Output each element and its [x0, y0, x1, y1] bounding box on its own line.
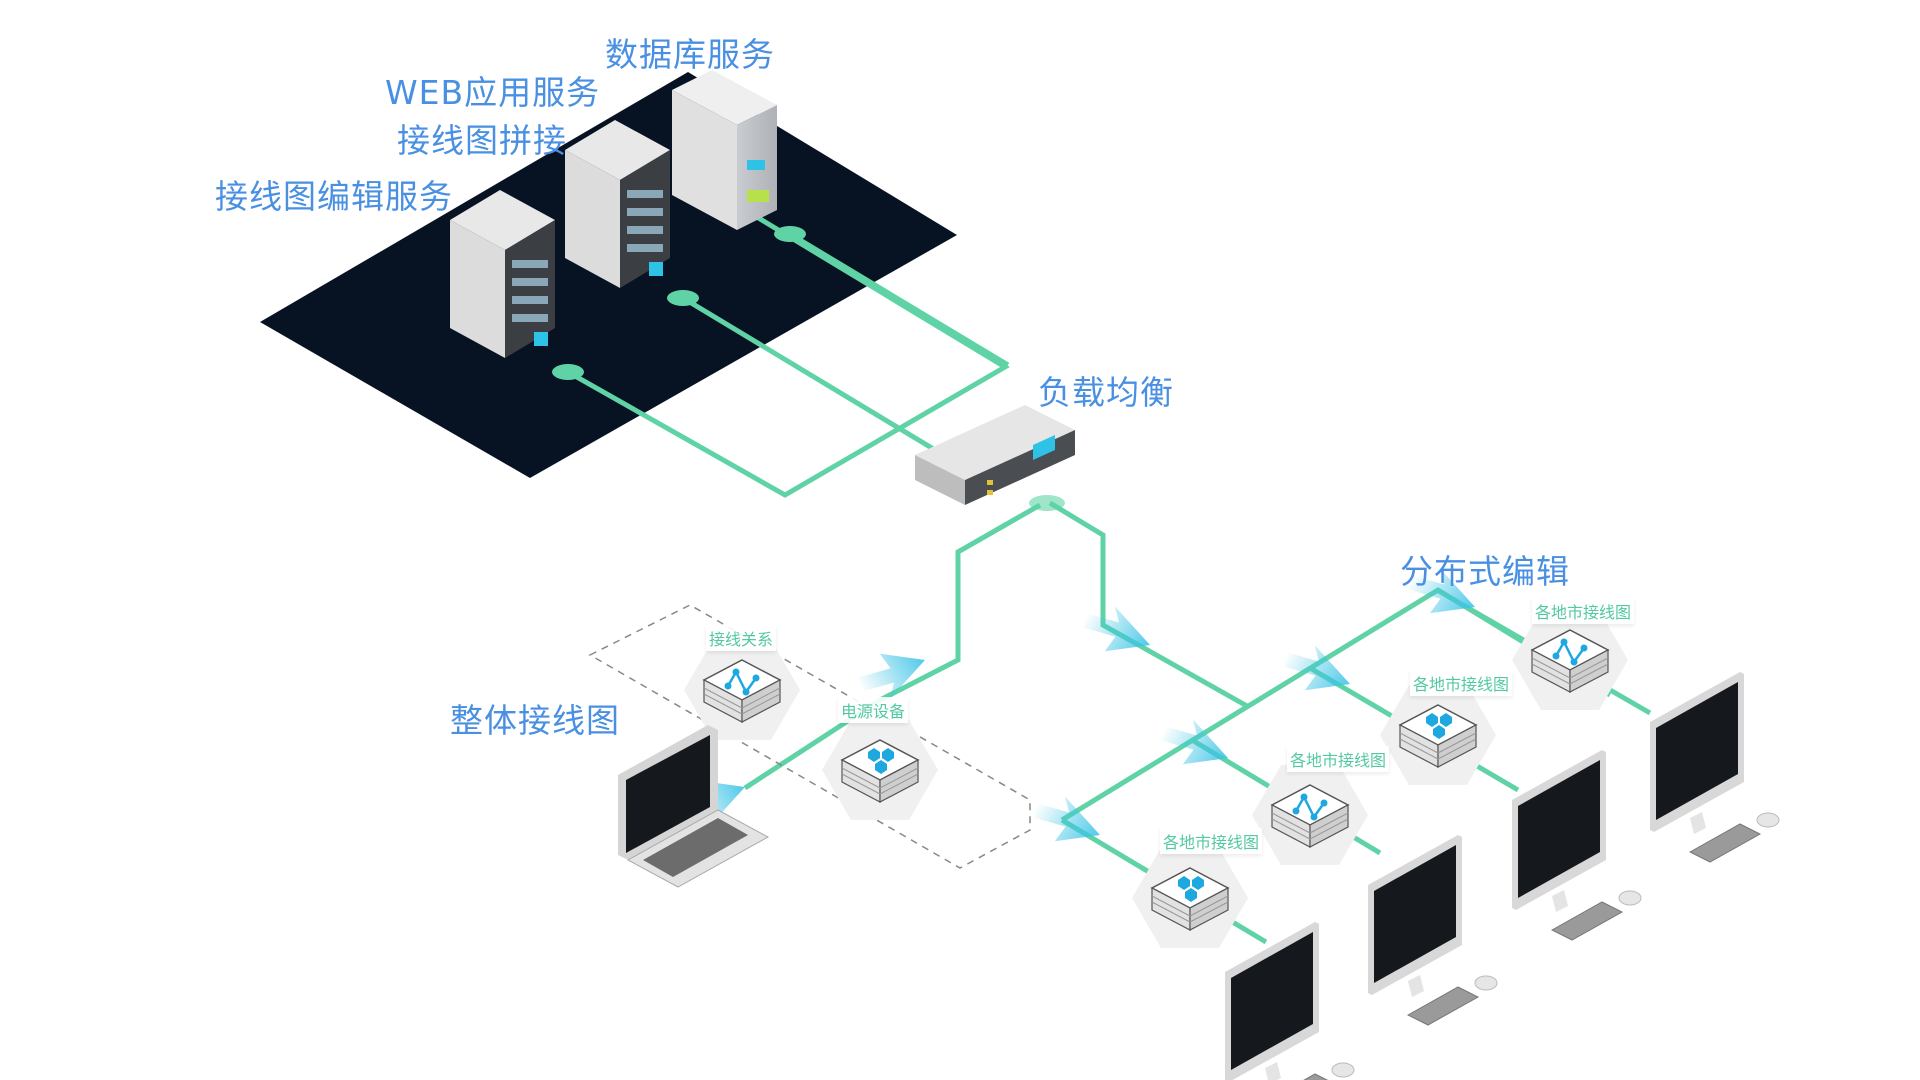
desktop-monitor-icon: [1367, 834, 1498, 1026]
city-module: [1511, 609, 1629, 711]
power-equipment-module: [821, 719, 939, 821]
flow-arrow: [1075, 596, 1158, 670]
diagram-edit-service-label: 接线图编辑服务: [215, 177, 453, 216]
distributed-editing-label: 分布式编辑: [1400, 552, 1570, 591]
server-rack-icon: [450, 190, 555, 358]
power-equipment-label: 电源设备: [838, 697, 909, 723]
network-appliance-icon: [915, 405, 1075, 505]
server-links: [566, 170, 1010, 498]
desktop-monitor-icon: [1649, 671, 1780, 863]
desktop-monitor-icon: [1511, 749, 1642, 941]
city-diagram-label: 各地市接线图: [1287, 746, 1390, 772]
wiring-relation-module: [683, 639, 801, 741]
overall-diagram-region: [588, 604, 1031, 869]
laptop-icon: [618, 725, 770, 888]
database-service-label: 数据库服务: [605, 35, 775, 74]
city-module: [1379, 684, 1497, 786]
city-diagram-label: 各地市接线图: [1160, 828, 1263, 854]
web-app-service-label: WEB应用服务: [385, 73, 601, 112]
wiring-relation-label: 接线关系: [706, 625, 777, 651]
city-module: [1251, 764, 1369, 866]
connection-nodes: [552, 226, 806, 380]
load-balancing-label: 负载均衡: [1038, 373, 1174, 412]
desktop-monitor-icon: [1224, 921, 1355, 1080]
city-diagram-label: 各地市接线图: [1532, 598, 1635, 624]
overall-diagram-label: 整体接线图: [450, 701, 620, 740]
server-tower-icon: [672, 70, 777, 230]
city-module: [1131, 847, 1249, 949]
city-diagram-label: 各地市接线图: [1410, 670, 1513, 696]
server-rack-icon: [565, 120, 670, 288]
diagram-stitching-label: 接线图拼接: [397, 121, 567, 160]
